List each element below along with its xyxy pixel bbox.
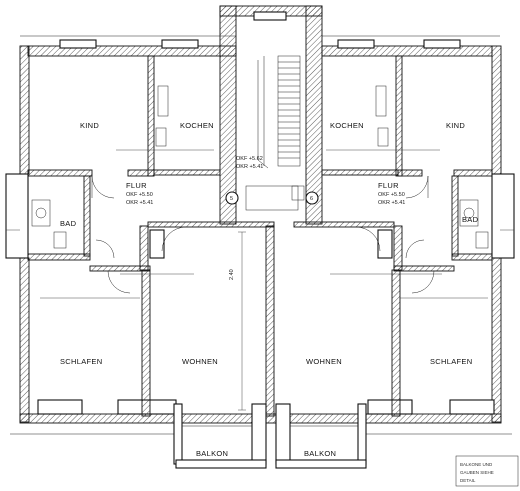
room-bad-right: BAD bbox=[462, 215, 479, 224]
kitchen-fixtures bbox=[155, 85, 389, 147]
outer-walls bbox=[5, 35, 515, 435]
room-labels: KIND KOCHEN KOCHEN KIND FLUR FLUR BAD BA… bbox=[60, 121, 479, 458]
interior-walls bbox=[27, 55, 493, 417]
bath-fixtures bbox=[31, 199, 489, 249]
detail-note: BALKONE UND GAUBEN SIEHE DETAIL bbox=[455, 455, 519, 487]
marker-left: 5 bbox=[230, 196, 233, 202]
dimension-lines bbox=[6, 149, 514, 411]
room-bad-left: BAD bbox=[60, 219, 77, 228]
room-schlafen-left: SCHLAFEN bbox=[60, 357, 102, 366]
room-wohnen-right: WOHNEN bbox=[306, 357, 342, 366]
stair-okr: OKR +5.41 bbox=[236, 164, 263, 170]
room-flur-right: FLUR bbox=[378, 181, 399, 190]
stair-core bbox=[219, 5, 323, 225]
room-wohnen-left: WOHNEN bbox=[182, 357, 218, 366]
marker-circle-left bbox=[225, 191, 239, 205]
marker-circle-right bbox=[305, 191, 319, 205]
note-line-2: GAUBEN SIEHE bbox=[460, 470, 494, 475]
door-swings bbox=[91, 175, 435, 294]
room-kochen-right: KOCHEN bbox=[330, 121, 364, 130]
marker-right: 6 bbox=[310, 196, 313, 202]
room-kochen-left: KOCHEN bbox=[180, 121, 214, 130]
level-labels: OKF +5.50 OKR +5.41 OKF +5.50 OKR +5.41 … bbox=[126, 156, 405, 206]
flur-left-okf: OKF +5.50 bbox=[126, 192, 153, 198]
room-kind-right: KIND bbox=[446, 121, 465, 130]
room-schlafen-right: SCHLAFEN bbox=[430, 357, 472, 366]
room-flur-left: FLUR bbox=[126, 181, 147, 190]
stair-okf: OKF +5.62 bbox=[236, 156, 263, 162]
stair-steps bbox=[257, 55, 301, 169]
note-line-1: BALKONE UND bbox=[460, 462, 493, 467]
note-line-3: DETAIL bbox=[460, 478, 476, 483]
room-balkon-right: BALKON bbox=[304, 449, 336, 458]
room-balkon-left: BALKON bbox=[196, 449, 228, 458]
section-markers: 5 6 bbox=[225, 191, 319, 205]
flur-right-okf: OKF +5.50 bbox=[378, 192, 405, 198]
flur-left-okr: OKR +5.41 bbox=[126, 200, 153, 206]
center-height-dim: 2.40 bbox=[229, 269, 235, 280]
room-kind-left: KIND bbox=[80, 121, 99, 130]
balconies bbox=[173, 403, 367, 469]
flur-right-okr: OKR +5.41 bbox=[378, 200, 405, 206]
